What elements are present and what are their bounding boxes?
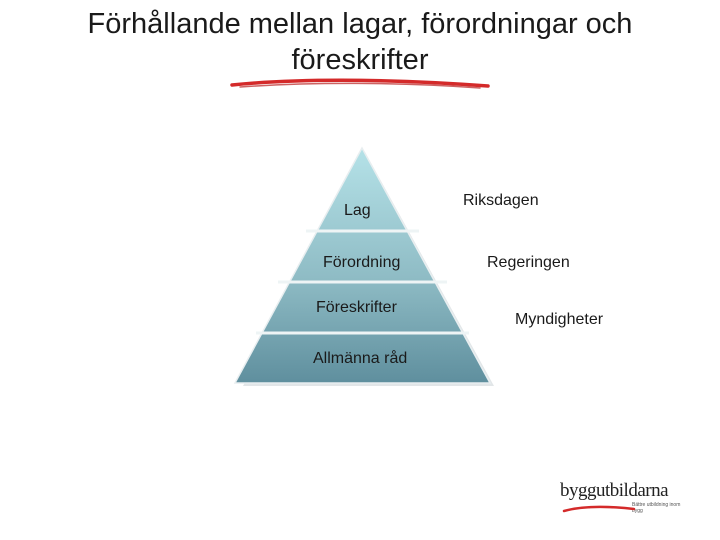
- logo-wordmark: byggutbildarna: [560, 480, 669, 501]
- slide-title: Förhållande mellan lagar, förordningar o…: [0, 6, 720, 78]
- title-line-2: föreskrifter: [291, 44, 429, 76]
- pyramid-level-forordning: Förordning: [323, 254, 401, 271]
- title-line-1: Förhållande mellan lagar, förordningar o…: [87, 8, 633, 40]
- authority-regeringen: Regeringen: [487, 254, 570, 271]
- authority-riksdagen: Riksdagen: [463, 192, 539, 209]
- title-underline: [230, 78, 490, 89]
- pyramid-level-allmanna-rad: Allmänna råd: [313, 350, 408, 367]
- pyramid-level-lag: Lag: [344, 202, 371, 219]
- logo-swoosh: [562, 505, 636, 513]
- hierarchy-pyramid: [233, 146, 494, 386]
- byggutbildarna-logo: byggutbildarna Bättre utbildning inom by…: [560, 480, 685, 520]
- pyramid-level-foreskrifter: Föreskrifter: [316, 299, 397, 316]
- pyramid-body: [233, 146, 492, 384]
- authority-myndigheter: Myndigheter: [515, 311, 604, 328]
- logo-tagline: Bättre utbildning inom bygg: [632, 502, 681, 514]
